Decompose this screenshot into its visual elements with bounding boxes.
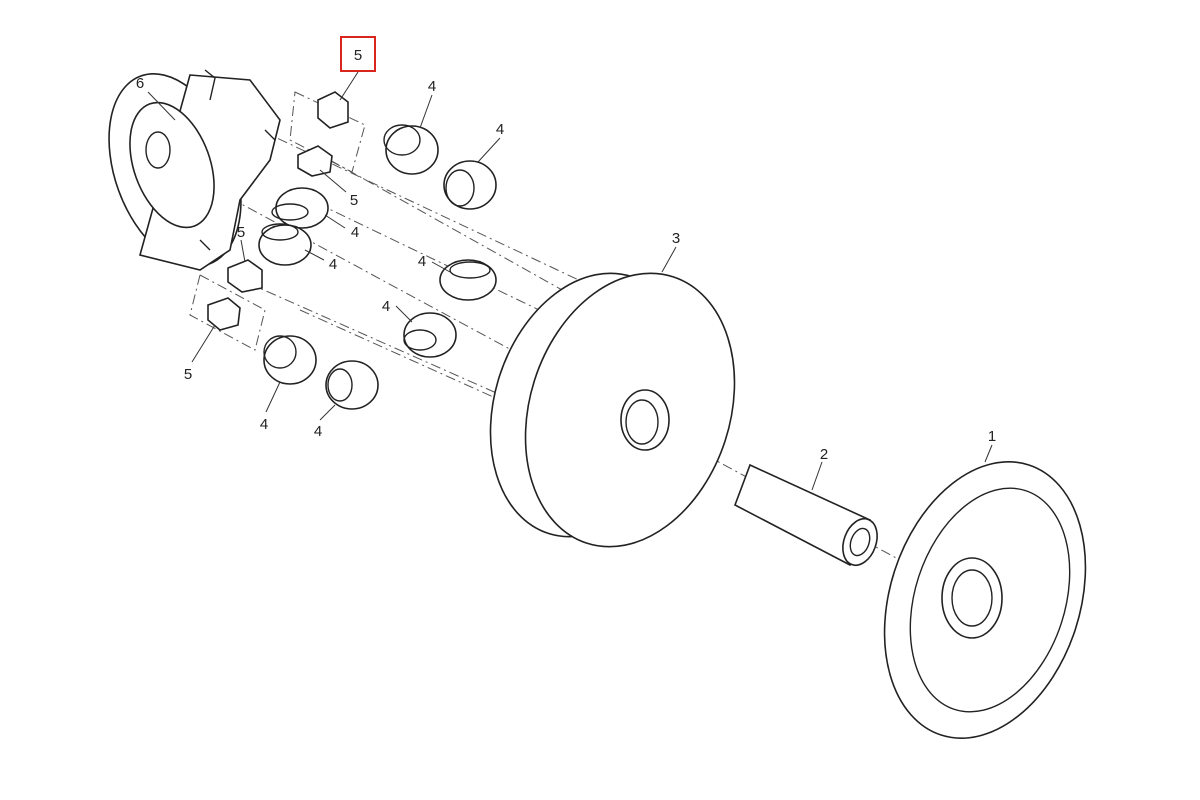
label-2[interactable]: 2 xyxy=(820,446,828,463)
label-4[interactable]: 4 xyxy=(329,256,337,273)
part-1-fan-sheave xyxy=(883,460,1087,740)
part-4-rollers xyxy=(258,124,497,410)
part-5-sliders xyxy=(207,91,349,331)
part-2-sleeve xyxy=(734,463,878,567)
highlight-box xyxy=(340,36,376,72)
label-5[interactable]: 5 xyxy=(184,366,192,383)
label-3[interactable]: 3 xyxy=(672,230,680,247)
label-6[interactable]: 6 xyxy=(136,75,144,92)
label-5[interactable]: 5 xyxy=(350,192,358,209)
leader-lines xyxy=(147,71,993,491)
label-4[interactable]: 4 xyxy=(314,423,322,440)
part-labels: 5 6 4 4 5 4 4 5 4 4 5 4 4 3 2 1 xyxy=(136,47,996,463)
part-6-hub xyxy=(108,69,281,271)
label-4[interactable]: 4 xyxy=(351,224,359,241)
label-5[interactable]: 5 xyxy=(237,224,245,241)
label-5-highlighted[interactable]: 5 xyxy=(354,47,362,64)
label-4[interactable]: 4 xyxy=(428,78,436,95)
label-4[interactable]: 4 xyxy=(418,253,426,270)
label-4[interactable]: 4 xyxy=(260,416,268,433)
part-3-sheave xyxy=(489,272,736,548)
label-4[interactable]: 4 xyxy=(496,121,504,138)
label-4[interactable]: 4 xyxy=(382,298,390,315)
label-1[interactable]: 1 xyxy=(988,428,996,445)
